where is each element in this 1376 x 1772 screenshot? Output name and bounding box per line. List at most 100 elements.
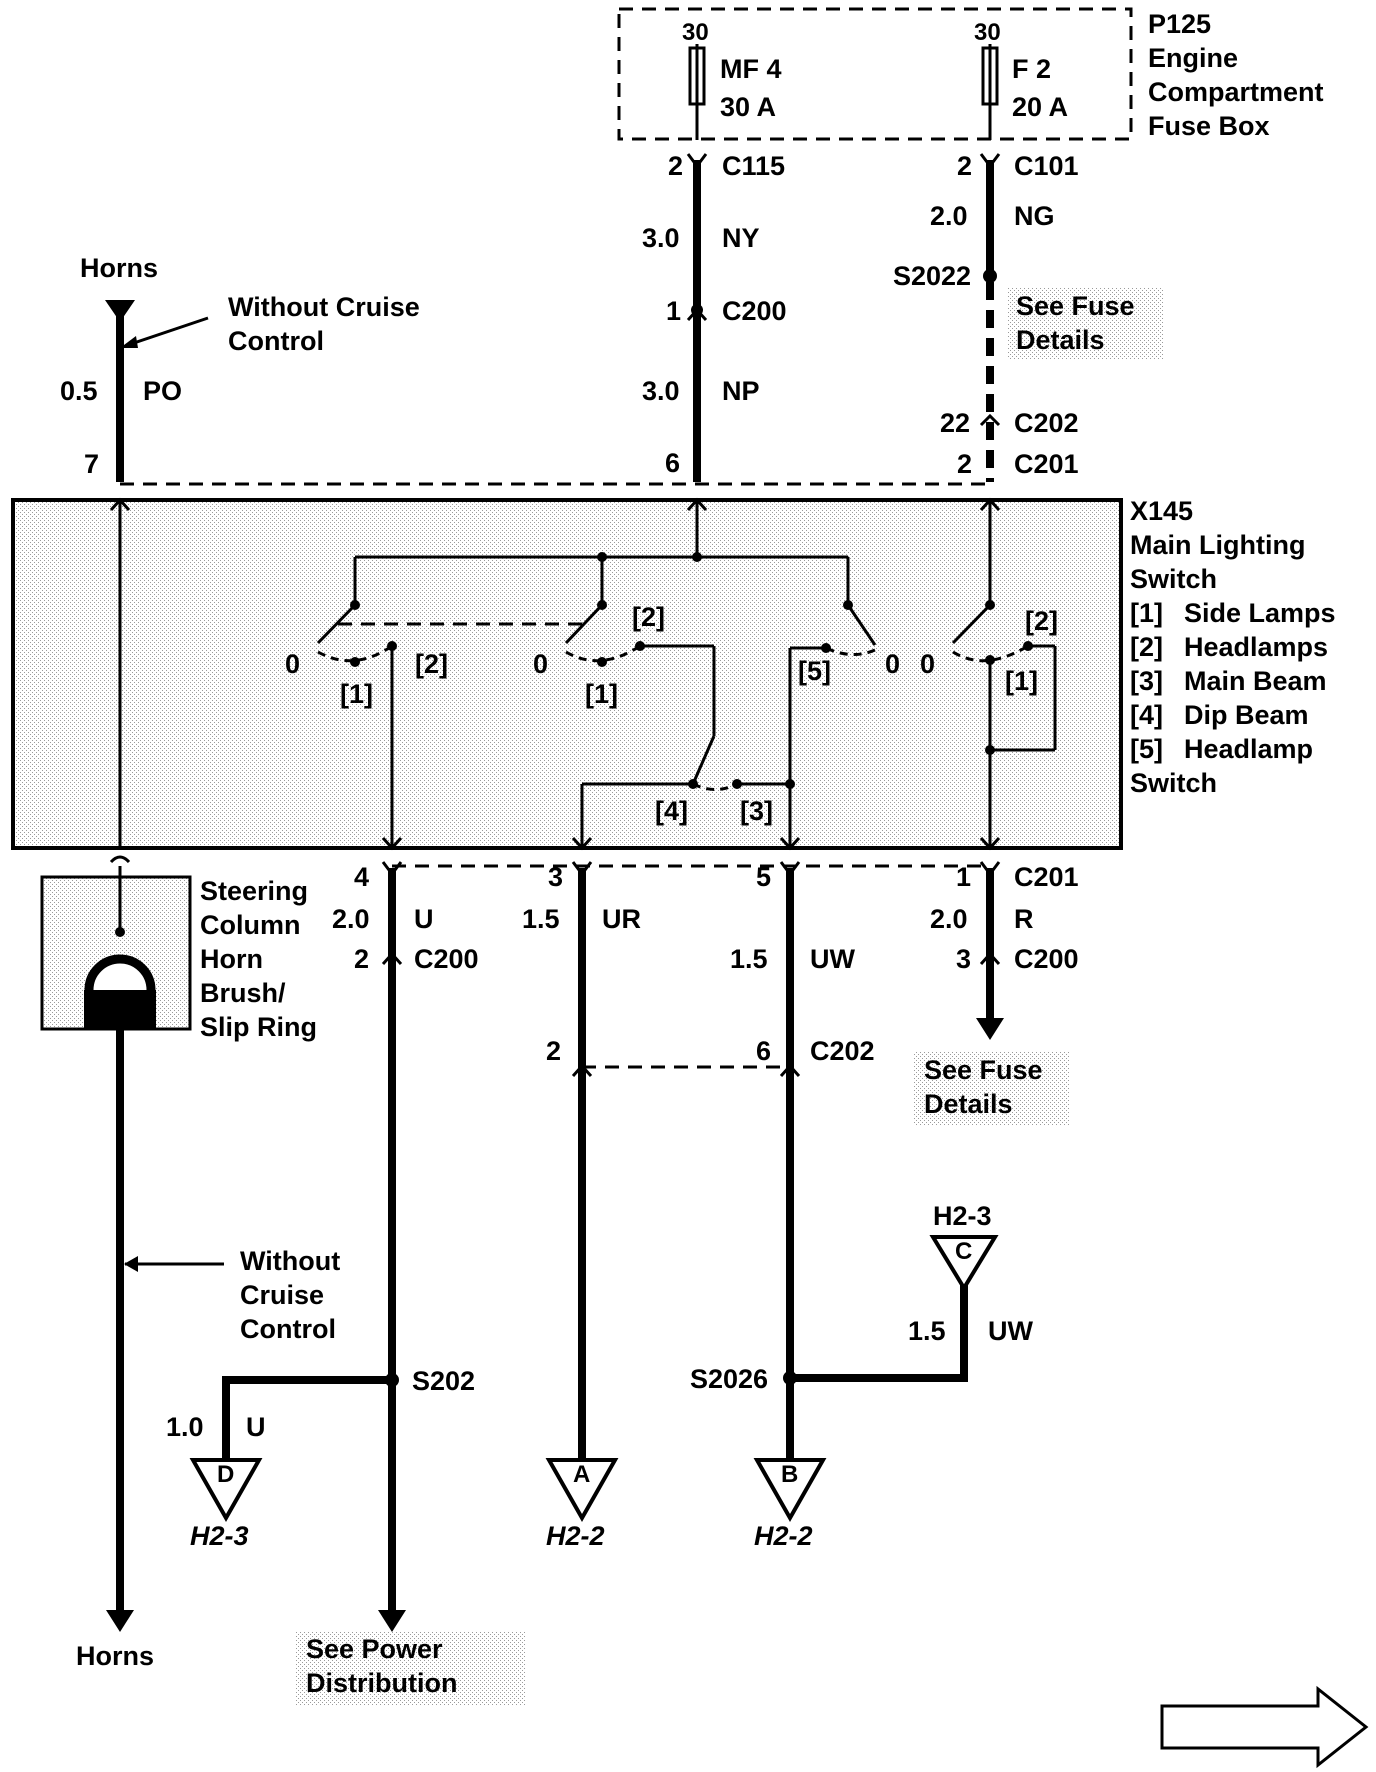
c202-top-label: C202 [1014, 408, 1079, 438]
horns-note-bottom-1: Without [240, 1246, 340, 1276]
legend-label-1: Side Lamps [1184, 598, 1336, 628]
fuse-mf4-terminal: 30 [682, 19, 709, 46]
wire-ur-size: 1.5 [522, 904, 560, 934]
c202-uw-label: C202 [810, 1036, 875, 1066]
sw2-pos-0: 0 [533, 649, 548, 679]
legend-tail: Switch [1130, 768, 1217, 798]
legend-key-2: [2] [1130, 632, 1163, 662]
wire-ur-color: UR [602, 904, 641, 934]
horns-note-top-2: Control [228, 326, 324, 356]
wire-u-size: 2.0 [332, 904, 370, 934]
c202-top-pin: 22 [940, 408, 970, 438]
wire-uw-in-size: 1.5 [908, 1316, 946, 1346]
wire-ny-size: 3.0 [642, 223, 680, 253]
slip-ring-line-2: Column [200, 910, 301, 940]
wire-po: Horns Without Cruise Control 0.5 PO 7 [60, 253, 420, 482]
c101-label: C101 [1014, 151, 1079, 181]
c115-label: C115 [722, 151, 785, 181]
wire-po-color: PO [143, 376, 182, 406]
see-power-dist-1: See Power [306, 1634, 443, 1664]
sw5-pos-1: [1] [1005, 666, 1038, 696]
fuse-f2-terminal: 30 [974, 19, 1001, 46]
c202-uw-pin: 6 [756, 1036, 771, 1066]
tri-d-letter: D [217, 1461, 234, 1488]
legend-key-3: [3] [1130, 666, 1163, 696]
legend-label-3: Main Beam [1184, 666, 1327, 696]
horns-top-label: Horns [80, 253, 158, 283]
see-fuse-details-top-1: See Fuse [1016, 291, 1135, 321]
legend-key-4: [4] [1130, 700, 1163, 730]
wire-ng: 2 C101 2.0 NG S2022 See Fuse Details 22 … [893, 151, 1163, 482]
see-power-dist-2: Distribution [306, 1668, 457, 1698]
wire-uw-size: 1.5 [730, 944, 768, 974]
sw3-pos-3: [3] [740, 796, 773, 826]
wire-uw-color: UW [810, 944, 855, 974]
sw5-pos-2: [2] [1025, 606, 1058, 636]
horns-note-bottom-3: Control [240, 1314, 336, 1344]
horns-bottom-label: Horns [76, 1641, 154, 1671]
horn-slip-ring: Steering Column Horn Brush/ Slip Ring Wi… [40, 855, 340, 1671]
legend-key-1: [1] [1130, 598, 1163, 628]
tri-a-ref: H2-2 [546, 1521, 605, 1551]
splice-s2026: S2026 [690, 1364, 768, 1394]
splice-s2022: S2022 [893, 261, 971, 291]
tri-a-letter: A [573, 1461, 590, 1488]
legend-label-2: Headlamps [1184, 632, 1328, 662]
fuse-box-p125: 30 MF 4 30 A 30 F 2 20 A P125 Engine Com… [617, 7, 1324, 141]
x145-pin-5: 5 [756, 862, 771, 892]
c200-u-pin: 2 [354, 944, 369, 974]
wire-r-size: 2.0 [930, 904, 968, 934]
wire-np-size: 3.0 [642, 376, 680, 406]
see-fuse-details-bottom-2: Details [924, 1089, 1013, 1119]
fuse-box-line-1: Engine [1148, 43, 1238, 73]
wire-ny-np: 2 C115 3.0 NY 1 C200 3.0 NP 6 [642, 151, 787, 482]
sw5-pos-0: 0 [920, 649, 935, 679]
see-fuse-details-top-2: Details [1016, 325, 1105, 355]
wire-ng-size: 2.0 [930, 201, 968, 231]
legend-key-5: [5] [1130, 734, 1163, 764]
wire-ng-color: NG [1014, 201, 1055, 231]
c115-pin: 2 [668, 151, 683, 181]
slip-ring-line-5: Slip Ring [200, 1012, 317, 1042]
fuse-f2-name: F 2 [1012, 54, 1051, 84]
fuse-mf4-rating: 30 A [720, 92, 776, 122]
next-page-arrow-icon[interactable] [1160, 1685, 1369, 1769]
fuse-box-line-2: Compartment [1148, 77, 1324, 107]
fuse-box-id: P125 [1148, 9, 1211, 39]
branch-u-size: 1.0 [166, 1412, 204, 1442]
slip-ring-line-4: Brush/ [200, 978, 286, 1008]
x145-pin-6: 6 [665, 448, 680, 478]
sw1-pos-1: [1] [340, 679, 373, 709]
sw1-pos-2: [2] [415, 649, 448, 679]
sw4-pos-0: 0 [885, 649, 900, 679]
c101-pin: 2 [957, 151, 972, 181]
wire-po-size: 0.5 [60, 376, 98, 406]
x145-pin-3: 3 [548, 862, 563, 892]
legend-label-5: Headlamp [1184, 734, 1313, 764]
tri-c-ref: H2-3 [933, 1201, 992, 1231]
tri-b-letter: B [781, 1461, 798, 1488]
wire-ny-color: NY [722, 223, 760, 253]
legend-label-4: Dip Beam [1184, 700, 1309, 730]
switch-id: X145 [1130, 496, 1193, 526]
fuse-f2-rating: 20 A [1012, 92, 1068, 122]
branch-u-color: U [246, 1412, 266, 1442]
sw3-pos-4: [4] [655, 796, 688, 826]
switch-line-1: Main Lighting [1130, 530, 1305, 560]
c200-u-label: C200 [414, 944, 479, 974]
c202-ur-pin: 2 [546, 1036, 561, 1066]
tri-c-letter: C [955, 1238, 972, 1265]
switch-line-2: Switch [1130, 564, 1217, 594]
splice-s202: S202 [412, 1366, 475, 1396]
horns-note-bottom-2: Cruise [240, 1280, 324, 1310]
slip-ring-line-3: Horn [200, 944, 263, 974]
c201-top-label: C201 [1014, 449, 1079, 479]
sw4-pos-5: [5] [798, 656, 831, 686]
x145-pin-7: 7 [84, 449, 99, 479]
fuse-box-line-3: Fuse Box [1148, 111, 1270, 141]
wire-u-color: U [414, 904, 434, 934]
tri-b-ref: H2-2 [754, 1521, 813, 1551]
see-fuse-details-bottom-1: See Fuse [924, 1055, 1043, 1085]
wire-u: D H2-3 4 2.0 U 2 C200 S202 1.0 U See Pow… [166, 861, 526, 1706]
